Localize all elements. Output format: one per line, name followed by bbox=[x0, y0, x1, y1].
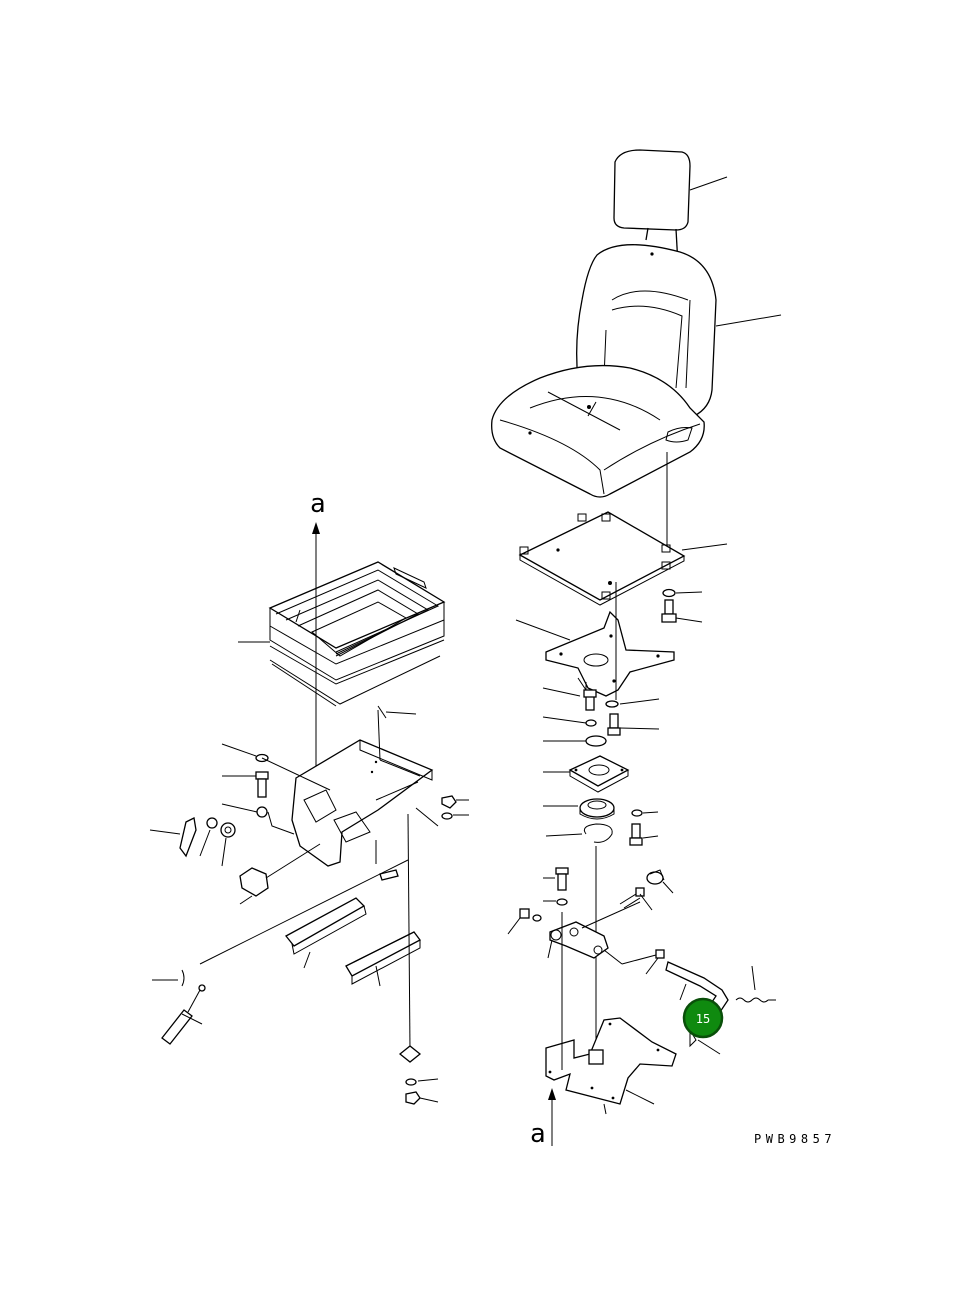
mounting-plate bbox=[518, 511, 686, 606]
callout-label-15: 15 bbox=[696, 1012, 710, 1026]
slide-rail-2 bbox=[345, 931, 421, 985]
section-mark-top: a bbox=[310, 489, 326, 519]
nut-4 bbox=[441, 795, 457, 809]
base-plate bbox=[545, 1017, 677, 1115]
bellows-cover bbox=[268, 561, 446, 707]
leader-plate bbox=[681, 543, 728, 551]
washer-4 bbox=[631, 809, 643, 817]
nut-2 bbox=[655, 949, 665, 959]
washer-2 bbox=[585, 719, 597, 727]
bolt-1 bbox=[661, 599, 677, 623]
washer-1 bbox=[662, 588, 676, 598]
bolt-5 bbox=[555, 867, 569, 891]
handle bbox=[179, 817, 197, 858]
leader-headrest bbox=[689, 176, 728, 191]
lock-bracket bbox=[549, 901, 641, 959]
plate-small bbox=[398, 1045, 422, 1063]
bolt-4 bbox=[629, 823, 643, 846]
swivel-plate bbox=[545, 610, 675, 697]
leader-seat bbox=[715, 314, 782, 327]
slide-rail-1 bbox=[285, 897, 367, 955]
bearing-housing bbox=[568, 755, 630, 793]
nut-1 bbox=[519, 908, 542, 922]
ball-knob bbox=[256, 806, 268, 818]
washer-8 bbox=[441, 812, 453, 820]
section-mark-bottom: a bbox=[530, 1119, 546, 1149]
knob bbox=[646, 869, 665, 885]
snap-ring bbox=[583, 823, 613, 843]
bolt-6 bbox=[255, 771, 269, 798]
washer-3 bbox=[605, 700, 619, 708]
arrow-up-bottom bbox=[548, 1088, 556, 1100]
leader-base bbox=[625, 1089, 655, 1105]
bolt-2 bbox=[583, 689, 597, 711]
nut-5 bbox=[405, 1091, 421, 1105]
stud-bolt bbox=[619, 887, 645, 909]
bearing bbox=[579, 798, 615, 820]
bolt-3 bbox=[607, 713, 621, 736]
gas-strut bbox=[161, 969, 206, 1045]
washer-5 bbox=[556, 898, 568, 906]
washer-9 bbox=[405, 1078, 417, 1086]
spacer bbox=[585, 735, 607, 747]
spring bbox=[735, 965, 776, 1003]
washer-7 bbox=[206, 817, 218, 829]
nut-3 bbox=[220, 822, 236, 838]
callout-badge-15[interactable] bbox=[682, 997, 724, 1039]
adjust-knob bbox=[239, 843, 321, 897]
callout-15[interactable]: 15 bbox=[682, 997, 724, 1039]
suspension-unit bbox=[291, 705, 434, 867]
seat-assembly bbox=[491, 244, 717, 498]
drawing-number: PWB9857 bbox=[754, 1132, 836, 1146]
spacer-block bbox=[379, 869, 399, 881]
leader-swivel bbox=[515, 619, 571, 641]
arrow-up-top bbox=[312, 522, 320, 534]
